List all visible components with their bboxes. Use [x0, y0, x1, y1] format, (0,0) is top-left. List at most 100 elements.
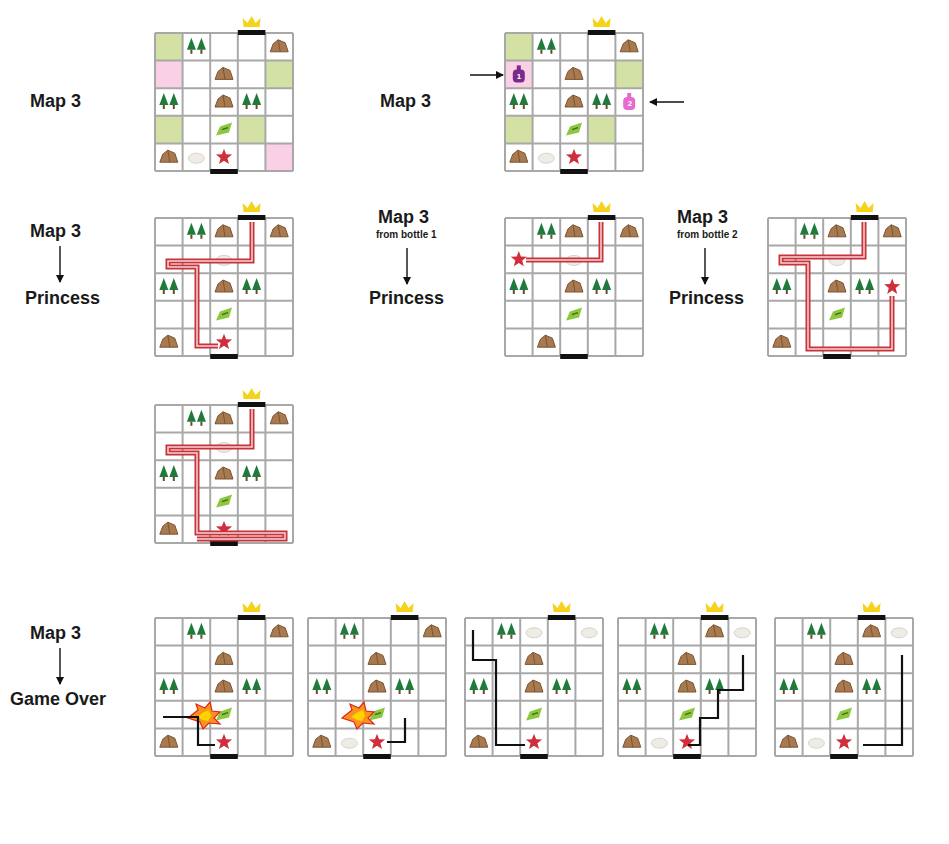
map-subtitle: from bottle 1 [376, 229, 437, 240]
tree-trunk [326, 690, 328, 694]
grid-line [505, 327, 643, 329]
grid-line [237, 405, 239, 543]
grid-line [587, 33, 589, 171]
star-icon [216, 149, 232, 164]
grid-line [505, 60, 643, 62]
tree-icon [855, 278, 864, 290]
grid-line [642, 218, 644, 356]
rock-icon [270, 412, 288, 424]
rock-icon [828, 225, 846, 237]
tree-trunk [783, 690, 785, 694]
rock-crease [168, 735, 170, 747]
grid-line [209, 33, 211, 171]
grid-line [292, 218, 294, 356]
grid-line [155, 727, 293, 729]
tree-trunk [876, 690, 878, 694]
grid-line [308, 645, 446, 647]
grid-line [559, 33, 561, 171]
route-inner [526, 222, 601, 260]
entry-bar [238, 615, 266, 620]
dragon-mark [375, 713, 381, 715]
grid-line [182, 33, 184, 171]
tree-trunk [473, 690, 475, 694]
tree-trunk [163, 690, 165, 694]
rock-icon [565, 280, 583, 292]
rock-icon [565, 95, 583, 107]
grid-line [154, 33, 156, 171]
route-inner [781, 222, 892, 349]
dragon-icon [216, 495, 232, 508]
rock-crease [278, 225, 280, 237]
grid-line [912, 618, 914, 756]
grid-line [154, 405, 156, 543]
rock-crease [223, 652, 225, 664]
tile [505, 33, 533, 61]
tree-trunk [540, 235, 542, 239]
tree-trunk [246, 290, 248, 294]
route-line [168, 409, 285, 539]
tree-icon [562, 678, 571, 690]
star-icon [526, 734, 542, 749]
result-label: Princess [669, 289, 744, 309]
tree-trunk [550, 235, 552, 239]
grid-line [775, 727, 913, 729]
rock-crease [843, 680, 845, 692]
grid-line [492, 618, 494, 756]
rock-crease [223, 225, 225, 237]
rock-crease [573, 225, 575, 237]
grid-line [155, 432, 293, 434]
result-label: Princess [25, 289, 100, 309]
grid-line [155, 514, 293, 516]
entry-bar [851, 215, 879, 220]
rock-crease [871, 625, 873, 637]
rock-icon [160, 522, 178, 534]
rock-crease [223, 467, 225, 479]
tree-trunk [409, 690, 411, 694]
route-line [168, 222, 252, 346]
bottle-number: 2 [628, 100, 632, 109]
grid-line [465, 645, 603, 647]
tree-trunk [793, 690, 795, 694]
entry-bar [701, 615, 729, 620]
rock-icon [510, 150, 528, 162]
tree-trunk [636, 690, 638, 694]
rock-crease [686, 680, 688, 692]
rock-crease [714, 625, 716, 637]
tree-trunk [606, 105, 608, 109]
tree-trunk [200, 50, 202, 54]
rock-crease [533, 680, 535, 692]
rock-crease [836, 280, 838, 292]
rock-crease [518, 150, 520, 162]
grid-line [390, 618, 392, 756]
star-icon [216, 734, 232, 749]
exit-bar [560, 354, 588, 359]
tree-icon [650, 623, 659, 635]
pointer-arrow [470, 74, 503, 76]
grid-line [182, 618, 184, 756]
tree-trunk [523, 290, 525, 294]
grid-line [155, 617, 293, 619]
grid-line [755, 618, 757, 756]
tree-icon [169, 465, 178, 477]
rock-crease [573, 67, 575, 79]
tree-icon [660, 623, 669, 635]
crown-icon [553, 601, 571, 612]
tree-trunk [869, 290, 871, 294]
exit-bar [560, 169, 588, 174]
tree-trunk [803, 235, 805, 239]
map-subtitle: from bottle 2 [677, 229, 738, 240]
grid-line [209, 618, 211, 756]
tile [155, 61, 183, 89]
map-grid [465, 601, 603, 759]
rock-icon [678, 680, 696, 692]
tree-trunk [190, 50, 192, 54]
rock-crease [168, 150, 170, 162]
grid-line [465, 727, 603, 729]
grid-line [155, 300, 293, 302]
tree-trunk [810, 635, 812, 639]
grid-line [850, 218, 852, 356]
dragon-icon [216, 123, 232, 136]
route-line [781, 222, 892, 349]
tree-trunk [483, 690, 485, 694]
grid-line [642, 33, 644, 171]
